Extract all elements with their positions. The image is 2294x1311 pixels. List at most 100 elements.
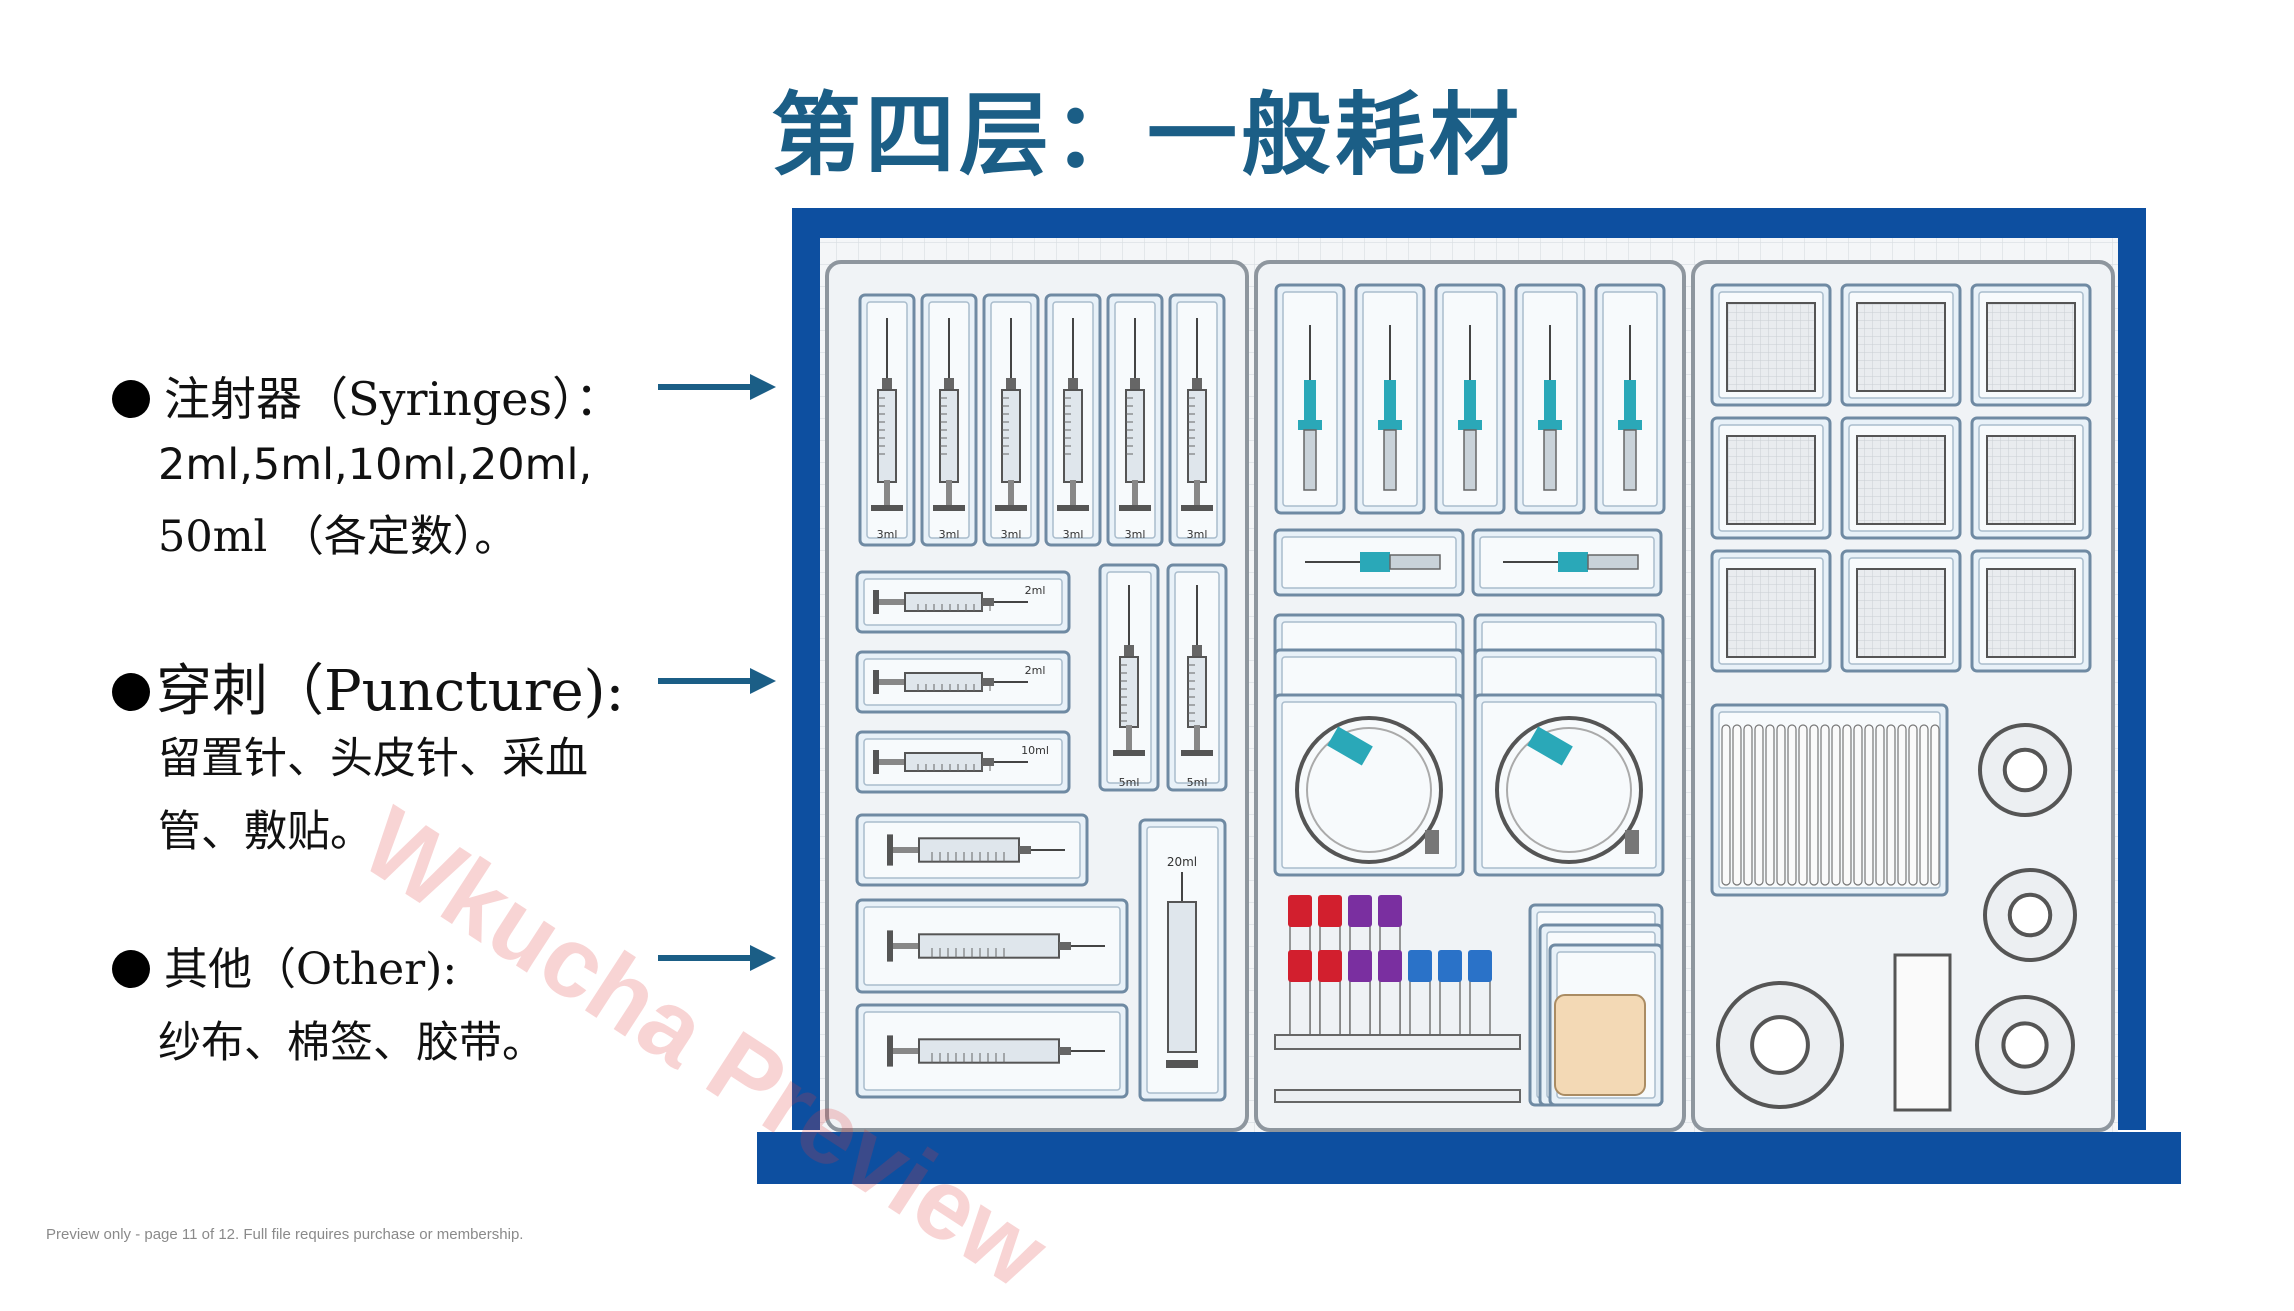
hub [882, 378, 892, 390]
hub [1059, 942, 1071, 950]
barrel [1167, 901, 1197, 1053]
cannula-wing [1384, 380, 1396, 420]
plunger [1008, 480, 1014, 508]
tube-cap [1288, 950, 1312, 982]
syringe-label: 2ml [1025, 584, 1046, 597]
item-other-head: 其他（Other): [164, 944, 458, 995]
item-other-heading: 其他（Other): [112, 933, 457, 997]
tubing-coil [1495, 716, 1643, 864]
swab [1776, 724, 1786, 886]
item-puncture-heading: 穿刺（Puncture): [112, 646, 624, 727]
connector [1425, 830, 1439, 854]
cannula-body [1383, 429, 1397, 491]
gauze-pad [1856, 302, 1946, 392]
swab [1853, 724, 1863, 886]
plunger-cap [1181, 750, 1213, 756]
plunger [1070, 480, 1076, 508]
hub [1130, 378, 1140, 390]
tape-core [1750, 1015, 1810, 1075]
hub [1192, 645, 1202, 657]
syringe-label: 5ml [1119, 776, 1140, 789]
swab [1743, 724, 1753, 886]
plunger-cap [887, 834, 893, 866]
tube-cap [1408, 950, 1432, 982]
tube-body [1349, 979, 1371, 1041]
tube-cap [1468, 950, 1492, 982]
tube-body [1469, 979, 1491, 1041]
swab [1886, 724, 1896, 886]
hub [1124, 645, 1134, 657]
swab [1864, 724, 1874, 886]
pack-inner [1281, 701, 1457, 869]
swab [1721, 724, 1731, 886]
syringe-20ml-pack: 20ml [1138, 818, 1227, 1102]
swab [1787, 724, 1797, 886]
cannula-body [1587, 554, 1639, 570]
item-syringes-line-1: 2ml,5ml,10ml,20ml, [158, 440, 593, 490]
item-syringes-head: 注射器（Syringes）： [164, 372, 622, 426]
gauze-pad [1726, 435, 1816, 525]
plunger-cap [995, 505, 1027, 511]
cannula-body [1389, 554, 1441, 570]
barrel [877, 389, 897, 483]
syringe-label: 3ml [939, 528, 960, 541]
iv-cannula-packs [1273, 283, 1666, 597]
item-other-line-1: 纱布、棉签、胶带。 [158, 1018, 545, 1068]
tube-body [1379, 979, 1401, 1041]
item-puncture-head: 穿刺（Puncture): [156, 659, 625, 724]
hub [1006, 378, 1016, 390]
plunger-cap [1057, 505, 1089, 511]
tube-cap [1378, 895, 1402, 927]
tube-rack [1274, 1034, 1521, 1050]
arrow-icon [658, 945, 776, 971]
barrel [904, 592, 983, 612]
cannula-wing [1624, 380, 1636, 420]
plunger [893, 1048, 919, 1054]
arrow-icon [658, 374, 776, 400]
swab [1809, 724, 1819, 886]
item-puncture-line-1: 留置针、头皮针、采血 [158, 734, 588, 784]
gauze-pad [1986, 435, 2076, 525]
syringe-label: 3ml [1125, 528, 1146, 541]
cannula-hub [1360, 552, 1390, 572]
cannula-body [1543, 429, 1557, 491]
tube-cap [1378, 950, 1402, 982]
gauze-pad [1986, 568, 2076, 658]
syringe-label: 5ml [1187, 776, 1208, 789]
plunger [879, 599, 905, 605]
barrel [1001, 389, 1021, 483]
tube-body [1319, 979, 1341, 1041]
hub [1192, 378, 1202, 390]
plunger-cap [873, 670, 879, 694]
tubing-coil-inner [1506, 727, 1632, 853]
tube-body [1289, 979, 1311, 1041]
scalp-needle-packs [1273, 613, 1665, 877]
plunger [1132, 480, 1138, 508]
tube-rack-base [1274, 1089, 1521, 1103]
barrel [939, 389, 959, 483]
plunger-cap [1166, 1060, 1198, 1068]
hub [982, 678, 994, 686]
barrel [904, 752, 983, 772]
plunger [1194, 480, 1200, 508]
swab [1754, 724, 1764, 886]
gauze-pad [1856, 568, 1946, 658]
syringe-label: 3ml [1187, 528, 1208, 541]
tube-body [1439, 979, 1461, 1041]
plunger-cap [887, 1035, 893, 1067]
tape-core [2001, 1021, 2049, 1069]
butterfly-wing [1327, 726, 1373, 766]
hub [982, 598, 994, 606]
cannula-wing [1544, 380, 1556, 420]
dressing-packs [1528, 903, 1664, 1107]
swab [1831, 724, 1841, 886]
tape-core [2002, 747, 2048, 793]
item-syringes-line-2: 50ml （各定数）。 [158, 512, 518, 562]
gauze-pad [1726, 568, 1816, 658]
syringe-pack-pair: 5ml 5ml [1098, 563, 1228, 792]
cannula-hub [1558, 552, 1588, 572]
plunger-cap [873, 590, 879, 614]
